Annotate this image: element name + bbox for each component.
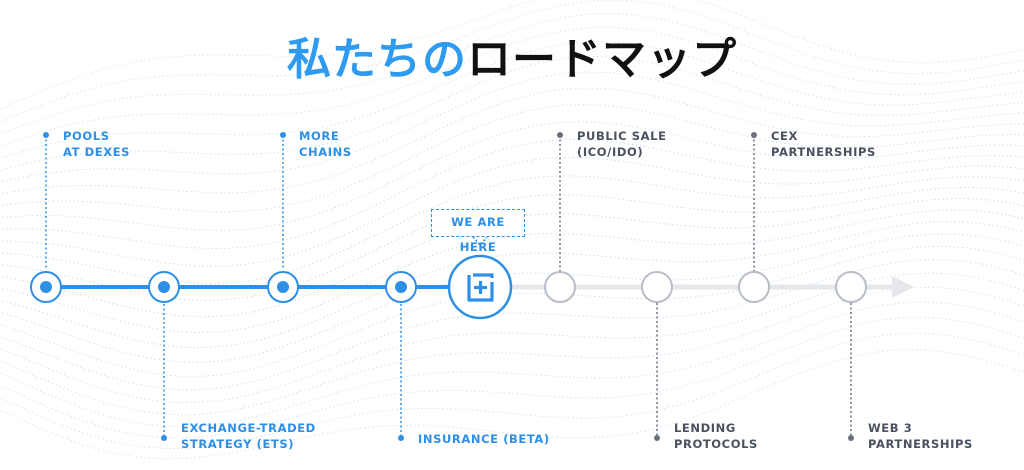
- milestone-label-web3: WEB 3 PARTNERSHIPS: [868, 421, 973, 451]
- wave-line: [0, 71, 1024, 183]
- connector-dot: [654, 435, 660, 441]
- wave-line: [0, 175, 1024, 285]
- connector-dot: [161, 435, 167, 441]
- milestone-label-lending: LENDING PROTOCOLS: [674, 421, 758, 451]
- milestone-node-web3[interactable]: [835, 271, 867, 303]
- current-position-node[interactable]: [447, 254, 513, 320]
- wave-line: [0, 332, 1024, 449]
- wave-line: [0, 286, 1024, 416]
- milestone-label-chains: MORE CHAINS: [299, 129, 352, 159]
- milestone-node-ets[interactable]: [148, 271, 180, 303]
- connector-dot: [398, 435, 404, 441]
- connector-dot: [43, 132, 49, 138]
- milestone-node-lending[interactable]: [641, 271, 673, 303]
- wave-line: [0, 138, 1024, 250]
- wave-line: [0, 221, 1024, 349]
- connector-dot: [280, 132, 286, 138]
- wave-line: [0, 156, 1024, 267]
- connector-dot: [557, 132, 563, 138]
- connector-dot: [751, 132, 757, 138]
- wave-line: [0, 245, 1024, 377]
- plus-square-icon: [467, 273, 494, 302]
- milestone-node-chains[interactable]: [267, 271, 299, 303]
- milestone-node-pools[interactable]: [30, 271, 62, 303]
- milestone-label-insurance: INSURANCE (BETA): [418, 432, 550, 446]
- milestone-node-insurance[interactable]: [385, 271, 417, 303]
- timeline-arrow-head: [892, 276, 914, 298]
- page-title: 私たちのロードマップ: [0, 31, 1024, 89]
- here-pointer: [472, 236, 488, 247]
- milestone-label-ets: EXCHANGE-TRADED STRATEGY (ETS): [181, 421, 316, 451]
- title-rest: ロードマップ: [467, 34, 737, 86]
- milestone-label-public-sale: PUBLIC SALE (ICO/IDO): [577, 129, 667, 159]
- we-are-here-badge: WE ARE HERE: [431, 209, 525, 254]
- milestone-label-pools: POOLS AT DEXES: [63, 129, 131, 159]
- connector-dot: [848, 435, 854, 441]
- title-highlight: 私たちの: [287, 34, 467, 86]
- milestone-node-public-sale[interactable]: [544, 271, 576, 303]
- wave-line: [0, 233, 1024, 363]
- wave-line: [0, 12, 1024, 135]
- wave-line: [0, 104, 1024, 213]
- wave-line: [0, 0, 1024, 123]
- milestone-label-cex: CEX PARTNERSHIPS: [771, 129, 876, 159]
- wave-line: [0, 41, 1024, 159]
- milestone-node-cex[interactable]: [738, 271, 770, 303]
- wave-line: [0, 87, 1024, 195]
- wave-line: [0, 121, 1024, 231]
